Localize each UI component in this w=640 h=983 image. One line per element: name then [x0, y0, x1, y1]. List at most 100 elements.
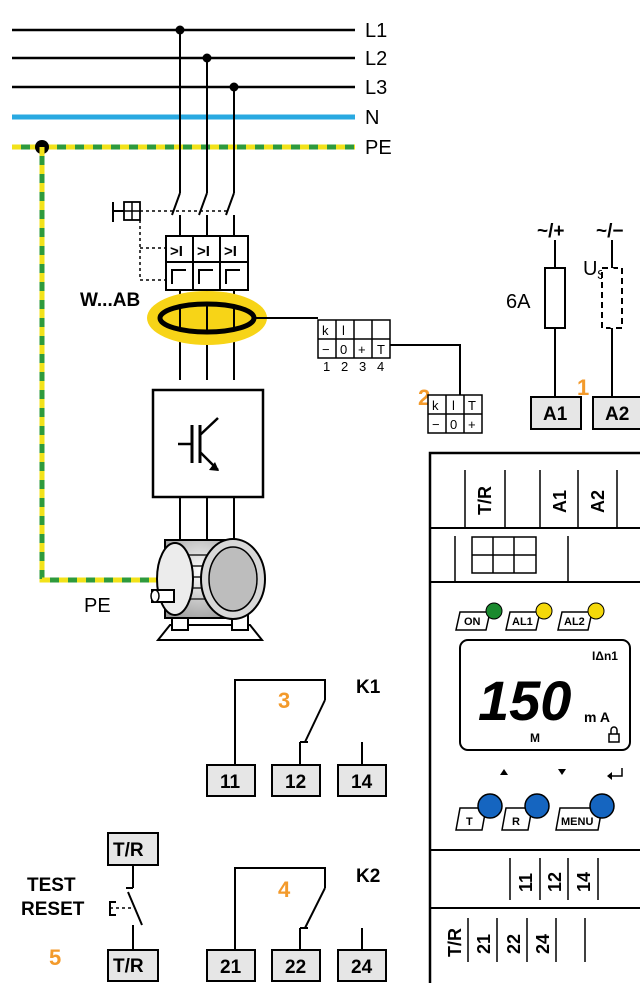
lcd-idn-label: IΔn1 — [592, 649, 618, 663]
reset-label: RESET — [21, 899, 85, 920]
sensor-model: W...AB — [80, 290, 140, 311]
terminal-a2 — [592, 396, 640, 430]
frequency-inverter — [151, 388, 265, 545]
sensor-cell: l — [342, 323, 345, 338]
sensor-number: 4 — [377, 359, 384, 374]
us-label: U — [583, 258, 597, 280]
terminal-a1 — [530, 396, 582, 430]
sensor-cell: − — [322, 342, 330, 357]
led-on-label: ON — [464, 616, 481, 628]
led-row: ON AL1 AL2 — [455, 602, 605, 631]
label-l2: L2 — [365, 48, 387, 70]
enter-icon — [612, 768, 623, 777]
terminal-14-label: 14 — [351, 772, 373, 793]
label-l1: L1 — [365, 20, 387, 42]
svg-text:>I: >I — [197, 243, 210, 260]
led-al1-indicator — [535, 602, 553, 620]
connector-cell: + — [468, 417, 476, 432]
device-label-21: 21 — [474, 934, 494, 954]
connector-cell: 0 — [450, 417, 457, 432]
connector-cell: T — [468, 398, 476, 413]
connector-block: k l T − 0 + — [427, 394, 483, 434]
phase-drops — [175, 25, 239, 193]
test-label: TEST — [27, 875, 76, 896]
terminal-a1-label: A1 — [543, 404, 568, 425]
sensor-number: 3 — [359, 359, 366, 374]
button-menu-label: MENU — [561, 816, 593, 828]
device-label-a1: A1 — [550, 490, 570, 513]
svg-text:>I: >I — [170, 243, 183, 260]
step-5: 5 — [49, 945, 61, 970]
led-al2-label: AL2 — [564, 616, 585, 628]
terminal-14 — [337, 764, 387, 797]
led-al1-label: AL1 — [512, 616, 533, 628]
lock-icon — [608, 733, 620, 743]
pe-drop: PE — [35, 140, 160, 617]
terminal-21-label: 21 — [220, 957, 242, 978]
device-label-24: 24 — [533, 934, 553, 954]
terminal-22 — [271, 949, 321, 982]
device-label-22: 22 — [504, 934, 524, 954]
device-label-11: 11 — [516, 873, 536, 892]
led-al2-indicator — [587, 602, 605, 620]
connector-cell: l — [452, 398, 455, 413]
sensor-number: 1 — [323, 359, 330, 374]
lcd-m: M — [530, 731, 540, 745]
monitoring-device: T/R A1 A2 ON AL1 AL2 IΔn1 150 m A — [428, 451, 640, 983]
button-r[interactable]: R — [501, 793, 550, 831]
supply-plus-label: ~/+ — [537, 221, 564, 242]
step-1: 1 — [577, 375, 589, 400]
motor-pe-label: PE — [84, 595, 111, 617]
terminal-tr-top-label: T/R — [113, 840, 144, 861]
sensor-cell: + — [358, 342, 366, 357]
relay-k2: K2 4 21 22 24 — [206, 866, 387, 982]
button-menu[interactable]: MENU — [555, 793, 615, 831]
fuse-icon — [544, 267, 566, 329]
button-t[interactable]: T — [455, 793, 503, 831]
step-4: 4 — [278, 877, 291, 902]
terminal-24-label: 24 — [351, 957, 373, 978]
sensor-cell: k — [322, 323, 329, 338]
button-r-label: R — [512, 816, 520, 828]
lcd-display: IΔn1 150 m A M — [459, 639, 631, 751]
terminal-12 — [271, 764, 321, 797]
sensor-number: 2 — [341, 359, 348, 374]
device-label-tr: T/R — [475, 486, 495, 515]
sensor-cell: T — [377, 342, 385, 357]
push-button-icon — [127, 891, 143, 926]
device-label-12: 12 — [545, 872, 565, 892]
connector-cell: − — [432, 417, 440, 432]
circuit-breaker: >I >I >I — [112, 192, 249, 380]
sensor-cell: 0 — [340, 342, 347, 357]
step-2: 2 — [418, 385, 430, 410]
step-3: 3 — [278, 688, 290, 713]
terminal-11-label: 11 — [220, 772, 241, 793]
led-on — [455, 611, 491, 631]
sensor-terminal-block: k l − 0 + T 1 2 3 4 2 — [317, 319, 461, 410]
terminal-tr-top — [107, 832, 159, 866]
label-l3: L3 — [365, 77, 387, 99]
motor-icon — [150, 538, 266, 641]
label-n: N — [365, 107, 379, 129]
button-row: T R MENU — [455, 768, 623, 831]
test-reset: T/R T/R TEST RESET 5 — [21, 832, 159, 982]
lcd-value: 150 — [478, 669, 571, 732]
device-label-tr-bottom: T/R — [445, 928, 465, 957]
k1-label: K1 — [356, 677, 381, 698]
terminal-22-label: 22 — [285, 957, 306, 978]
led-on-indicator — [485, 602, 503, 620]
terminal-tr-bottom-label: T/R — [113, 956, 144, 977]
svg-text:>I: >I — [224, 243, 237, 260]
terminal-11 — [206, 764, 256, 797]
led-al2 — [557, 611, 593, 631]
label-pe: PE — [365, 137, 392, 159]
connector-cell: k — [432, 398, 439, 413]
terminal-12-label: 12 — [285, 772, 306, 793]
led-al1 — [505, 611, 541, 631]
up-arrow-icon — [500, 769, 508, 775]
supply-lines: L1 L2 L3 N PE — [12, 20, 392, 159]
supply-minus-label: ~/− — [596, 221, 623, 242]
terminal-a2-label: A2 — [605, 404, 629, 425]
device-label-14: 14 — [574, 872, 594, 892]
